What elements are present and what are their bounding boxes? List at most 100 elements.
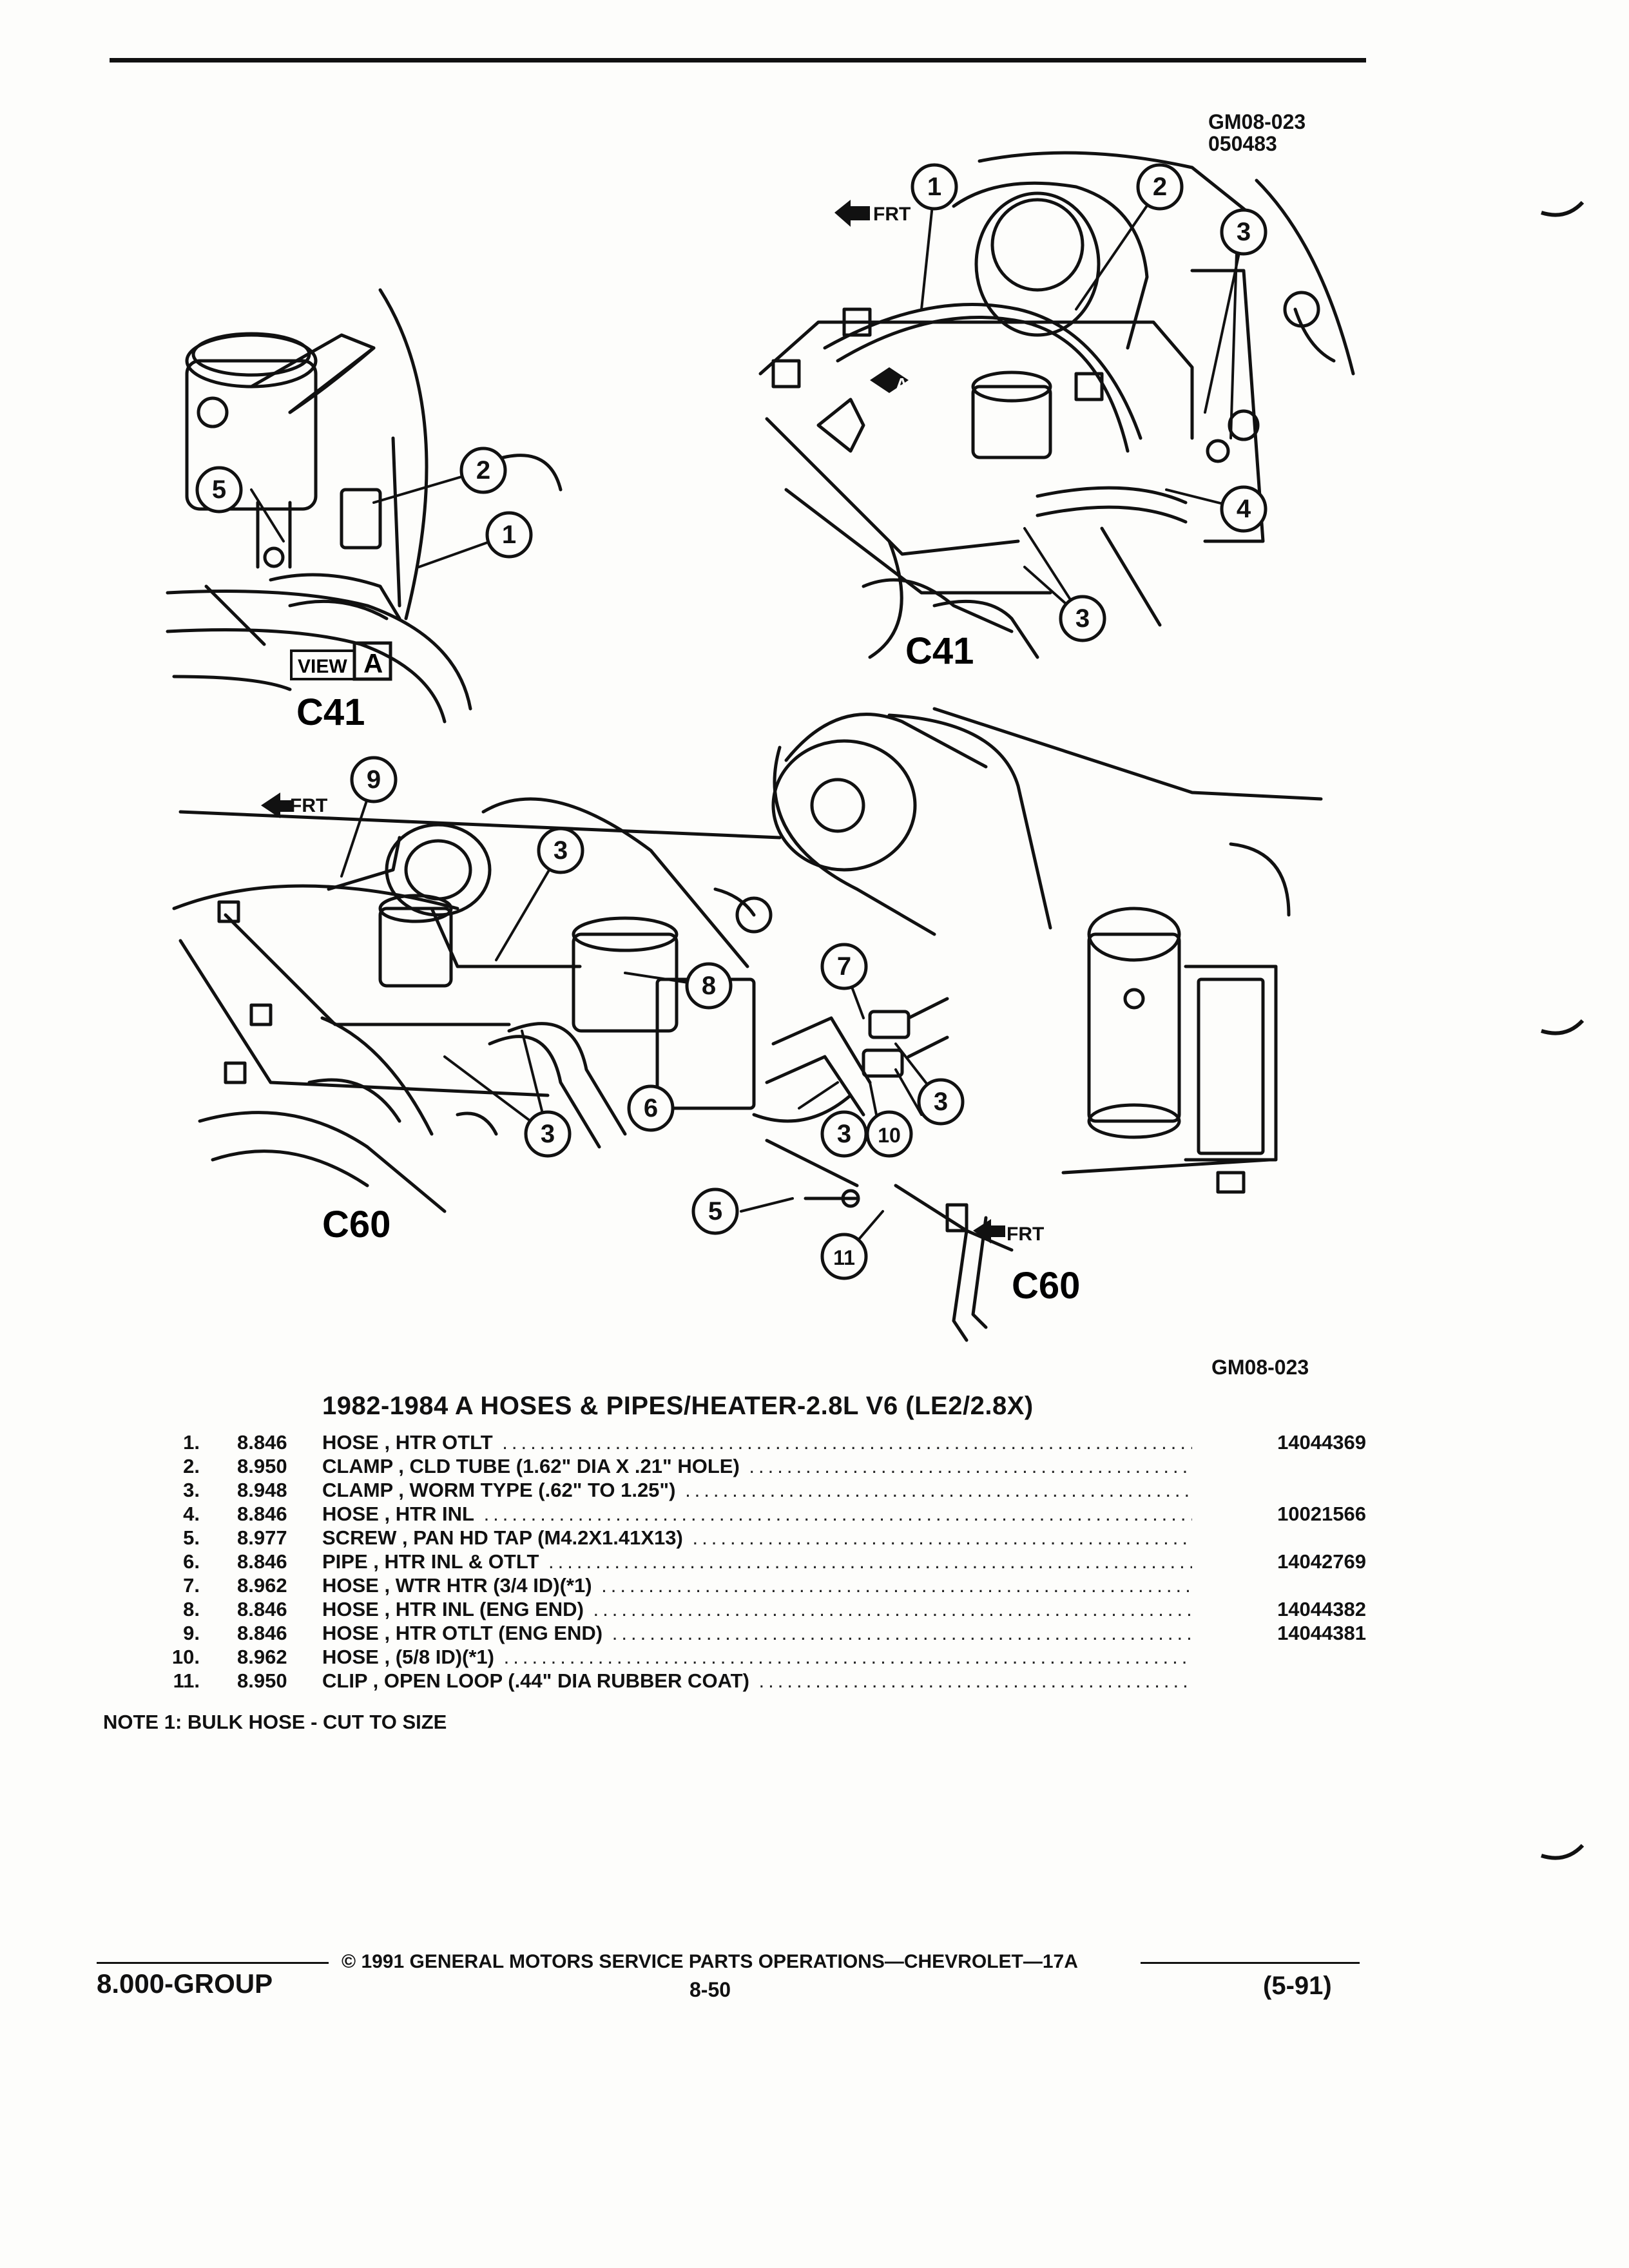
footer-group: 8.000-GROUP [97, 1968, 273, 1999]
svg-text:1: 1 [927, 173, 941, 201]
frt-label: FRT [873, 204, 911, 225]
callout-2: 2 [459, 447, 507, 494]
table-row: 10. 8.962 HOSE , (5/8 ID)(*1) ............… [129, 1645, 1366, 1669]
margin-mark [1541, 1019, 1585, 1035]
item-description: PIPE , HTR INL & OTLT ..................… [322, 1550, 1192, 1573]
view-letter: A [363, 648, 383, 678]
footer-rule [97, 1962, 329, 1964]
callout-3: 3 [524, 1110, 572, 1158]
svg-text:3: 3 [1075, 604, 1090, 633]
svg-text:1: 1 [502, 521, 516, 549]
item-number: 8. [183, 1598, 200, 1620]
footer-copyright: © 1991 GENERAL MOTORS SERVICE PARTS OPER… [342, 1951, 1078, 1972]
part-number: 14044381 [1277, 1622, 1366, 1644]
c41-illustration [758, 151, 1355, 659]
footer-page-number: 8-50 [689, 1978, 731, 2001]
part-number: 14042769 [1277, 1550, 1366, 1573]
c60-caption-right: C60 [1012, 1265, 1080, 1307]
svg-text:4: 4 [1237, 495, 1251, 523]
item-description: CLAMP , CLD TUBE (1.62" DIA X .21" HOLE)… [322, 1455, 1192, 1477]
svg-text:3: 3 [934, 1088, 948, 1116]
callout-9: 9 [350, 756, 398, 803]
c60-caption-left: C60 [322, 1204, 390, 1245]
table-row: 3. 8.948 CLAMP , WORM TYPE (.62" TO 1.25")… [129, 1478, 1366, 1502]
svg-text:2: 2 [476, 456, 490, 485]
group-code: 8.962 [237, 1646, 287, 1668]
top-rule [110, 58, 1366, 62]
callout-3: 3 [820, 1110, 868, 1158]
frt-label: FRT [290, 795, 327, 816]
exploded-diagram: FRT FRT FRT A VIEW A C41 C41 C60 C60 5 2 1… [97, 77, 1405, 1366]
view-a-label: VIEW A [290, 641, 392, 681]
svg-text:11: 11 [833, 1246, 855, 1269]
group-code: 8.950 [237, 1669, 287, 1692]
c41-caption-left: C41 [296, 691, 365, 733]
svg-text:6: 6 [644, 1094, 658, 1122]
item-number: 4. [183, 1503, 200, 1525]
frt-label: FRT [1007, 1224, 1044, 1245]
table-row: 6. 8.846 PIPE , HTR INL & OTLT ...........… [129, 1550, 1366, 1573]
callout-3: 3 [1220, 208, 1268, 256]
item-description: HOSE , (5/8 ID)(*1) ....................… [322, 1646, 1192, 1668]
item-number: 5. [183, 1526, 200, 1549]
svg-text:8: 8 [702, 972, 716, 1000]
figure-date-code: 050483 [1208, 132, 1277, 155]
callout-3: 3 [537, 827, 584, 874]
c41-caption-right: C41 [905, 630, 974, 672]
callout-5: 5 [195, 466, 243, 514]
svg-text:3: 3 [541, 1120, 555, 1148]
callout-11: 11 [820, 1233, 868, 1280]
diagram-svg: FRT FRT FRT A VIEW A C41 C41 C60 C60 5 2 1… [166, 151, 1355, 1342]
figure-id-bottom: GM08-023 [1211, 1356, 1309, 1379]
callout-7: 7 [820, 943, 868, 990]
callout-1: 1 [911, 163, 958, 211]
item-number: 9. [183, 1622, 200, 1644]
frt-arrow-icon [834, 200, 870, 227]
item-description: CLAMP , WORM TYPE (.62" TO 1.25") ......… [322, 1479, 1192, 1501]
part-number: 10021566 [1277, 1503, 1366, 1525]
callout-3: 3 [917, 1078, 965, 1126]
item-description: HOSE , HTR OTLT ........................… [322, 1431, 1192, 1454]
callout-2: 2 [1136, 163, 1184, 211]
item-number: 10. [171, 1646, 200, 1668]
callout-8: 8 [685, 962, 733, 1010]
item-number: 11. [173, 1669, 200, 1692]
view-a-tag: A [896, 374, 908, 394]
svg-text:5: 5 [708, 1197, 722, 1225]
item-number: 3. [183, 1479, 200, 1501]
group-code: 8.846 [237, 1431, 287, 1454]
item-description: HOSE , HTR OTLT (ENG END) ..............… [322, 1622, 1192, 1644]
leader-lines [250, 186, 1245, 1258]
frt-arrow-icon [973, 1219, 1005, 1244]
callout-4: 4 [1220, 485, 1268, 533]
item-number: 6. [183, 1550, 200, 1573]
callout-10: 10 [865, 1110, 913, 1158]
footer-rule [1141, 1962, 1360, 1964]
margin-mark [1541, 200, 1585, 217]
group-code: 8.846 [237, 1550, 287, 1573]
group-code: 8.846 [237, 1598, 287, 1620]
callout-3: 3 [1059, 595, 1106, 642]
svg-text:3: 3 [1237, 218, 1251, 246]
item-description: HOSE , WTR HTR (3/4 ID)(*1) ............… [322, 1574, 1192, 1597]
table-row: 1. 8.846 HOSE , HTR OTLT .................… [129, 1430, 1366, 1454]
group-code: 8.962 [237, 1574, 287, 1597]
figure-id: GM08-023 [1208, 110, 1306, 133]
item-number: 1. [183, 1431, 200, 1454]
footer-date: (5-91) [1263, 1972, 1332, 2000]
group-code: 8.977 [237, 1526, 287, 1549]
frt-arrows [261, 200, 1005, 1244]
view-a-arrow-icon [870, 367, 909, 393]
item-number: 7. [183, 1574, 200, 1597]
margin-mark [1541, 1843, 1585, 1860]
group-code: 8.948 [237, 1479, 287, 1501]
item-description: HOSE , HTR INL .........................… [322, 1503, 1192, 1525]
callout-5: 5 [691, 1187, 739, 1235]
group-code: 8.950 [237, 1455, 287, 1477]
part-number: 14044382 [1277, 1598, 1366, 1620]
